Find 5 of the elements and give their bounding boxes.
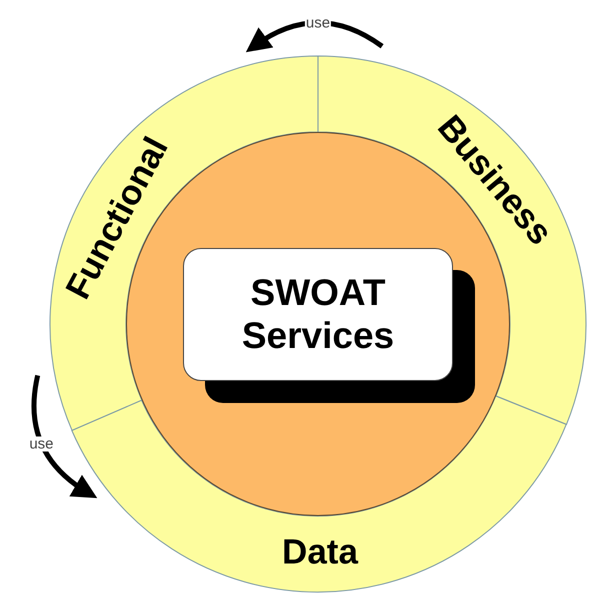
segment-label: Data	[282, 534, 358, 570]
box-title: SWOAT Services	[240, 272, 396, 358]
curved-arrow	[32, 374, 98, 498]
service-box	[183, 248, 453, 381]
edge-label: use	[28, 436, 55, 452]
